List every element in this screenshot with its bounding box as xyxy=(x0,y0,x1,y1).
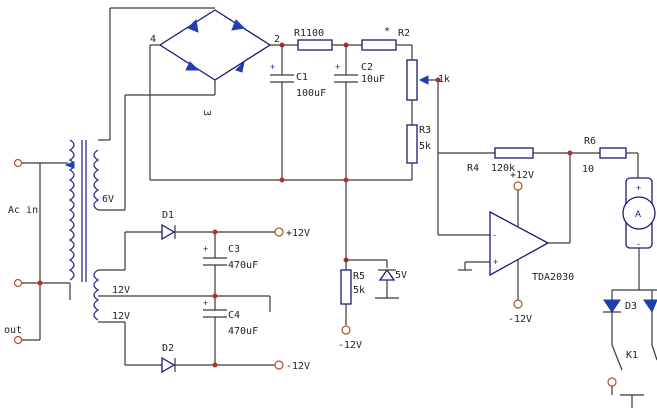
label-r5-value: 5k xyxy=(353,285,365,296)
resistor-r3 xyxy=(406,124,418,164)
label-r6: R6 xyxy=(584,136,596,147)
plus12-terminal xyxy=(274,227,284,237)
out-terminal xyxy=(13,335,23,345)
r5-minus12-terminal xyxy=(341,325,351,335)
bridge-rectifier xyxy=(98,7,292,211)
label-r4-value: 120k xyxy=(491,163,515,174)
label-k1: K1 xyxy=(626,350,638,361)
label-opamp-minus12: -12V xyxy=(508,314,532,325)
label-c2-value: 10uF xyxy=(361,74,385,85)
label-c2: C2 xyxy=(361,62,373,73)
ammeter xyxy=(612,177,657,291)
potentiometer-1k xyxy=(406,59,418,101)
label-c3: C3 xyxy=(228,244,240,255)
label-opamp: TDA2030 xyxy=(532,272,574,283)
label-c1: C1 xyxy=(296,72,308,83)
resistor-r6 xyxy=(599,147,627,159)
resistor-r2 xyxy=(361,39,397,51)
minus12-terminal xyxy=(274,360,284,370)
label-r5-minus12: -12V xyxy=(338,340,362,351)
label-6v: 6V xyxy=(102,194,114,205)
feedback-r4-r6 xyxy=(438,147,639,243)
label-node-2: 2 xyxy=(274,34,280,45)
label-r2-star: * xyxy=(384,26,390,37)
label-d2: D2 xyxy=(162,343,174,354)
ac-in-terminal-top xyxy=(13,158,23,168)
label-r5: R5 xyxy=(353,271,365,282)
meter-minus: - xyxy=(637,239,640,249)
primary-wiring xyxy=(13,158,71,345)
opamp-plus12-terminal xyxy=(513,181,523,191)
label-plus12: +12V xyxy=(286,228,310,239)
label-c3-value: 470uF xyxy=(228,260,258,271)
label-opamp-plus12: +12V xyxy=(510,170,534,181)
resistor-r1 xyxy=(297,39,333,51)
opamp-tda2030 xyxy=(438,181,570,309)
label-c1-value: 100uF xyxy=(296,88,326,99)
label-c4-value: 470uF xyxy=(228,326,258,337)
r5-zener xyxy=(340,257,399,335)
ground-rail xyxy=(150,177,412,183)
opamp-minus12-terminal xyxy=(513,299,523,309)
label-d3: D3 xyxy=(625,301,637,312)
label-r1: R1100 xyxy=(294,28,324,39)
c1-plus: + xyxy=(270,62,275,72)
label-d1: D1 xyxy=(162,210,174,221)
label-r3-value: 5k xyxy=(419,141,431,152)
capacitors-c1-c2 xyxy=(270,45,358,260)
d3-k1 xyxy=(603,290,657,408)
dual-supply xyxy=(98,223,284,374)
c4-plus: + xyxy=(203,298,208,308)
label-c4: C4 xyxy=(228,310,240,321)
label-12v-b: 12V xyxy=(112,311,130,322)
label-r2-value: 1k xyxy=(438,74,450,85)
opamp-minus-pin: - xyxy=(493,230,496,240)
c3-plus: + xyxy=(203,244,208,254)
meter-icon: A xyxy=(635,209,641,219)
label-r3: R3 xyxy=(419,125,431,136)
c2-plus: + xyxy=(335,62,340,72)
label-out: out xyxy=(4,325,22,336)
label-zener: 5V xyxy=(395,270,407,281)
top-rail xyxy=(279,39,413,60)
label-node-4: 4 xyxy=(150,34,156,45)
label-12v-a: 12V xyxy=(112,285,130,296)
meter-plus: + xyxy=(636,183,641,193)
pot-and-r3 xyxy=(406,59,441,235)
label-r2: R2 xyxy=(398,28,410,39)
transformer xyxy=(64,139,100,321)
label-r6-value: 10 xyxy=(582,164,594,175)
label-r4: R4 xyxy=(467,163,479,174)
resistor-r4 xyxy=(494,147,534,159)
label-node-3: 3 xyxy=(201,110,212,116)
resistor-r5 xyxy=(340,269,352,305)
opamp-plus-pin: + xyxy=(493,257,498,267)
label-ac-in: Ac in xyxy=(8,205,38,216)
label-minus12: -12V xyxy=(286,361,310,372)
ac-in-terminal-bottom xyxy=(13,278,23,288)
